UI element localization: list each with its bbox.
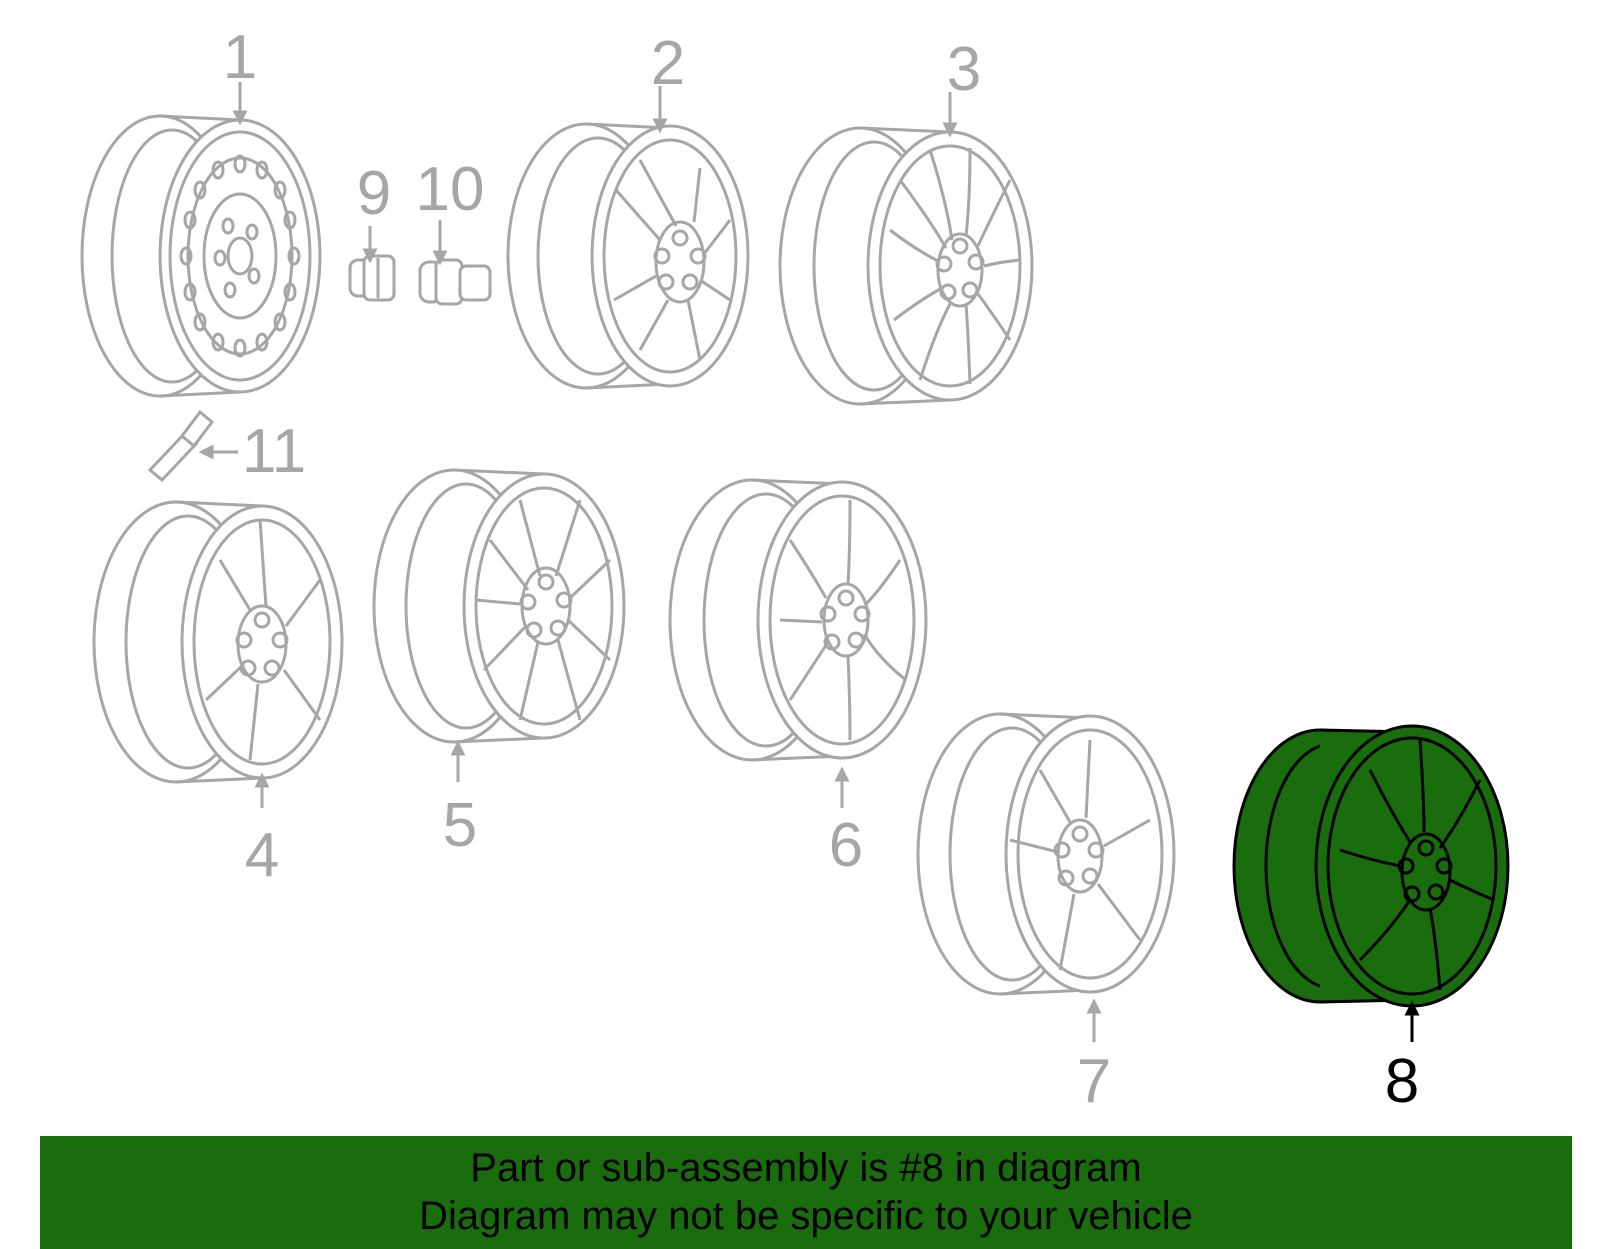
wheel-8-highlighted[interactable] xyxy=(1232,724,1510,1008)
banner-line-1: Part or sub-assembly is #8 in diagram xyxy=(470,1146,1142,1190)
callout-7[interactable]: 7 xyxy=(1077,1047,1111,1116)
wheel-4[interactable] xyxy=(92,500,344,784)
callout-1[interactable]: 1 xyxy=(223,23,257,92)
callout-9[interactable]: 9 xyxy=(357,159,391,228)
callout-11[interactable]: 11 xyxy=(242,417,306,486)
callout-4[interactable]: 4 xyxy=(245,821,279,890)
info-banner: Part or sub-assembly is #8 in diagram Di… xyxy=(40,1136,1572,1249)
wheel-6[interactable] xyxy=(668,478,928,762)
wheel-2[interactable] xyxy=(506,122,750,390)
banner-line-2: Diagram may not be specific to your vehi… xyxy=(419,1194,1193,1238)
callout-8[interactable]: 8 xyxy=(1385,1047,1419,1116)
info-banner-bg xyxy=(40,1136,1572,1249)
lug-nut-10[interactable] xyxy=(418,258,492,306)
wheel-5[interactable] xyxy=(372,468,626,744)
lug-nut-9[interactable] xyxy=(348,254,396,302)
wheel-3[interactable] xyxy=(778,126,1034,406)
callout-3[interactable]: 3 xyxy=(947,35,981,104)
valve-stem-11[interactable] xyxy=(147,409,215,483)
callout-10[interactable]: 10 xyxy=(416,155,485,224)
callout-2[interactable]: 2 xyxy=(651,29,685,98)
wheel-7[interactable] xyxy=(916,712,1176,996)
wheel-1[interactable] xyxy=(80,114,322,398)
callout-6[interactable]: 6 xyxy=(829,811,863,880)
callout-5[interactable]: 5 xyxy=(443,791,477,860)
